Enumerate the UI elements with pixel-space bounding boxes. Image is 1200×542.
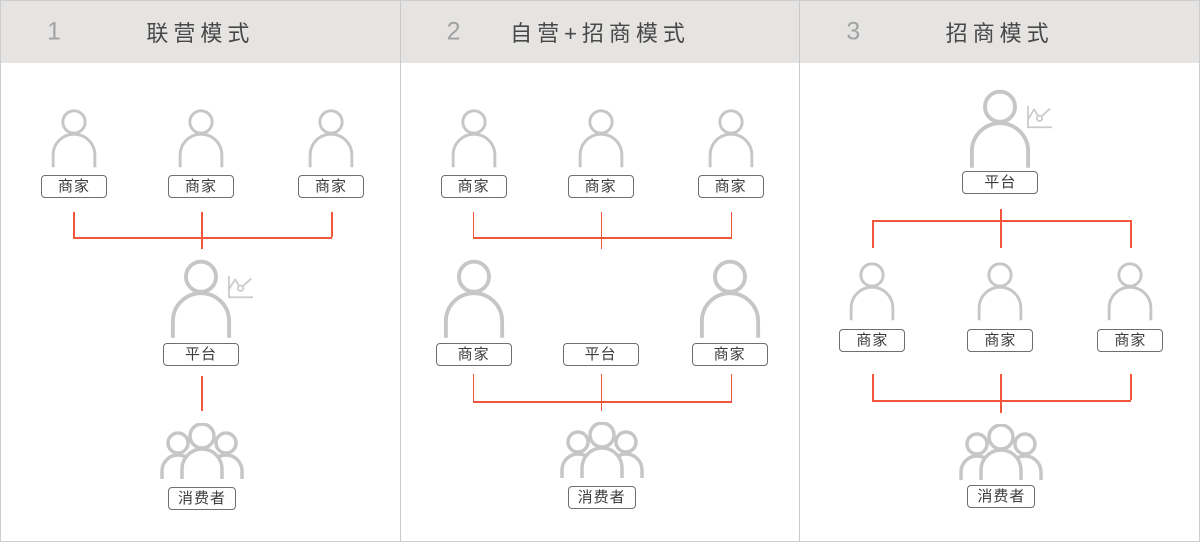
column-3-number: 3: [846, 17, 861, 46]
connector-line: [472, 374, 475, 401]
person-icon: [307, 109, 355, 168]
person-icon: [1106, 262, 1154, 321]
column-3-header: 3 招商模式: [800, 1, 1199, 63]
connector-line: [600, 374, 603, 411]
connector-line: [201, 212, 203, 249]
person-icon: [177, 109, 225, 168]
connector-line: [1130, 374, 1132, 400]
connector-line: [872, 400, 1132, 402]
merchant-label: 商家: [967, 329, 1034, 352]
merchant-label: 商家: [435, 343, 512, 366]
connector-line: [1000, 209, 1002, 248]
person-icon: [169, 259, 233, 339]
platform-label: 平台: [562, 343, 639, 366]
column-self-operated-plus-investment-mode: 2 自营+招商模式 商家 商家 商家 商家 平台 商家 消费者: [400, 1, 801, 541]
people-group-icon: [156, 423, 248, 480]
platform-label: 平台: [163, 343, 239, 366]
connector-line: [872, 220, 1132, 222]
person-icon: [698, 259, 762, 339]
platform-label: 平台: [962, 171, 1039, 194]
connector-line: [872, 374, 874, 400]
person-icon: [707, 109, 755, 168]
column-2-body: 商家 商家 商家 商家 平台 商家 消费者: [401, 63, 800, 541]
merchant-label: 商家: [697, 175, 764, 198]
line-chart-icon: [1026, 105, 1053, 129]
line-chart-icon: [227, 275, 254, 299]
column-1-body: 商家 商家 商家 平台 消费者: [1, 63, 400, 541]
column-3-body: 平台 商家 商家 商家 消费者: [800, 63, 1199, 541]
column-joint-operation-mode: 1 联营模式 商家 商家 商家 平台 消费者: [1, 1, 401, 541]
connector-line: [1000, 374, 1002, 413]
column-2-header: 2 自营+招商模式: [400, 1, 800, 63]
person-icon: [50, 109, 98, 168]
consumer-label: 消费者: [168, 487, 236, 510]
column-1-title: 联营模式: [146, 21, 255, 46]
merchant-label: 商家: [440, 175, 507, 198]
person-icon: [450, 109, 498, 168]
column-2-number: 2: [446, 17, 461, 46]
person-icon: [968, 89, 1032, 169]
merchant-label: 商家: [839, 329, 906, 352]
connector-line: [1130, 220, 1132, 248]
person-icon: [848, 262, 896, 321]
merchant-label: 商家: [298, 175, 364, 198]
connector-line: [730, 212, 733, 237]
consumer-label: 消费者: [567, 486, 636, 509]
people-group-icon: [955, 424, 1047, 481]
person-icon: [442, 259, 506, 339]
connector-line: [73, 212, 75, 237]
merchant-label: 商家: [168, 175, 234, 198]
column-1-header: 1 联营模式: [1, 1, 400, 63]
people-group-icon: [556, 422, 648, 479]
connector-line: [73, 237, 332, 239]
connector-line: [600, 212, 603, 249]
column-investment-mode: 3 招商模式 平台 商家 商家 商家 消费者: [800, 1, 1199, 541]
connector-line: [472, 212, 475, 237]
connector-line: [331, 212, 333, 237]
merchant-label: 商家: [1097, 329, 1164, 352]
connector-line: [472, 237, 732, 239]
connector-line: [472, 401, 732, 403]
connector-line: [730, 374, 733, 401]
merchant-label: 商家: [691, 343, 768, 366]
connector-line: [201, 376, 203, 411]
merchant-label: 商家: [41, 175, 107, 198]
merchant-label: 商家: [567, 175, 634, 198]
column-2-title: 自营+招商模式: [510, 21, 690, 46]
person-icon: [976, 262, 1024, 321]
consumer-label: 消费者: [967, 485, 1036, 508]
column-1-number: 1: [47, 17, 61, 46]
column-3-title: 招商模式: [945, 21, 1054, 46]
connector-line: [872, 220, 874, 248]
person-icon: [577, 109, 625, 168]
